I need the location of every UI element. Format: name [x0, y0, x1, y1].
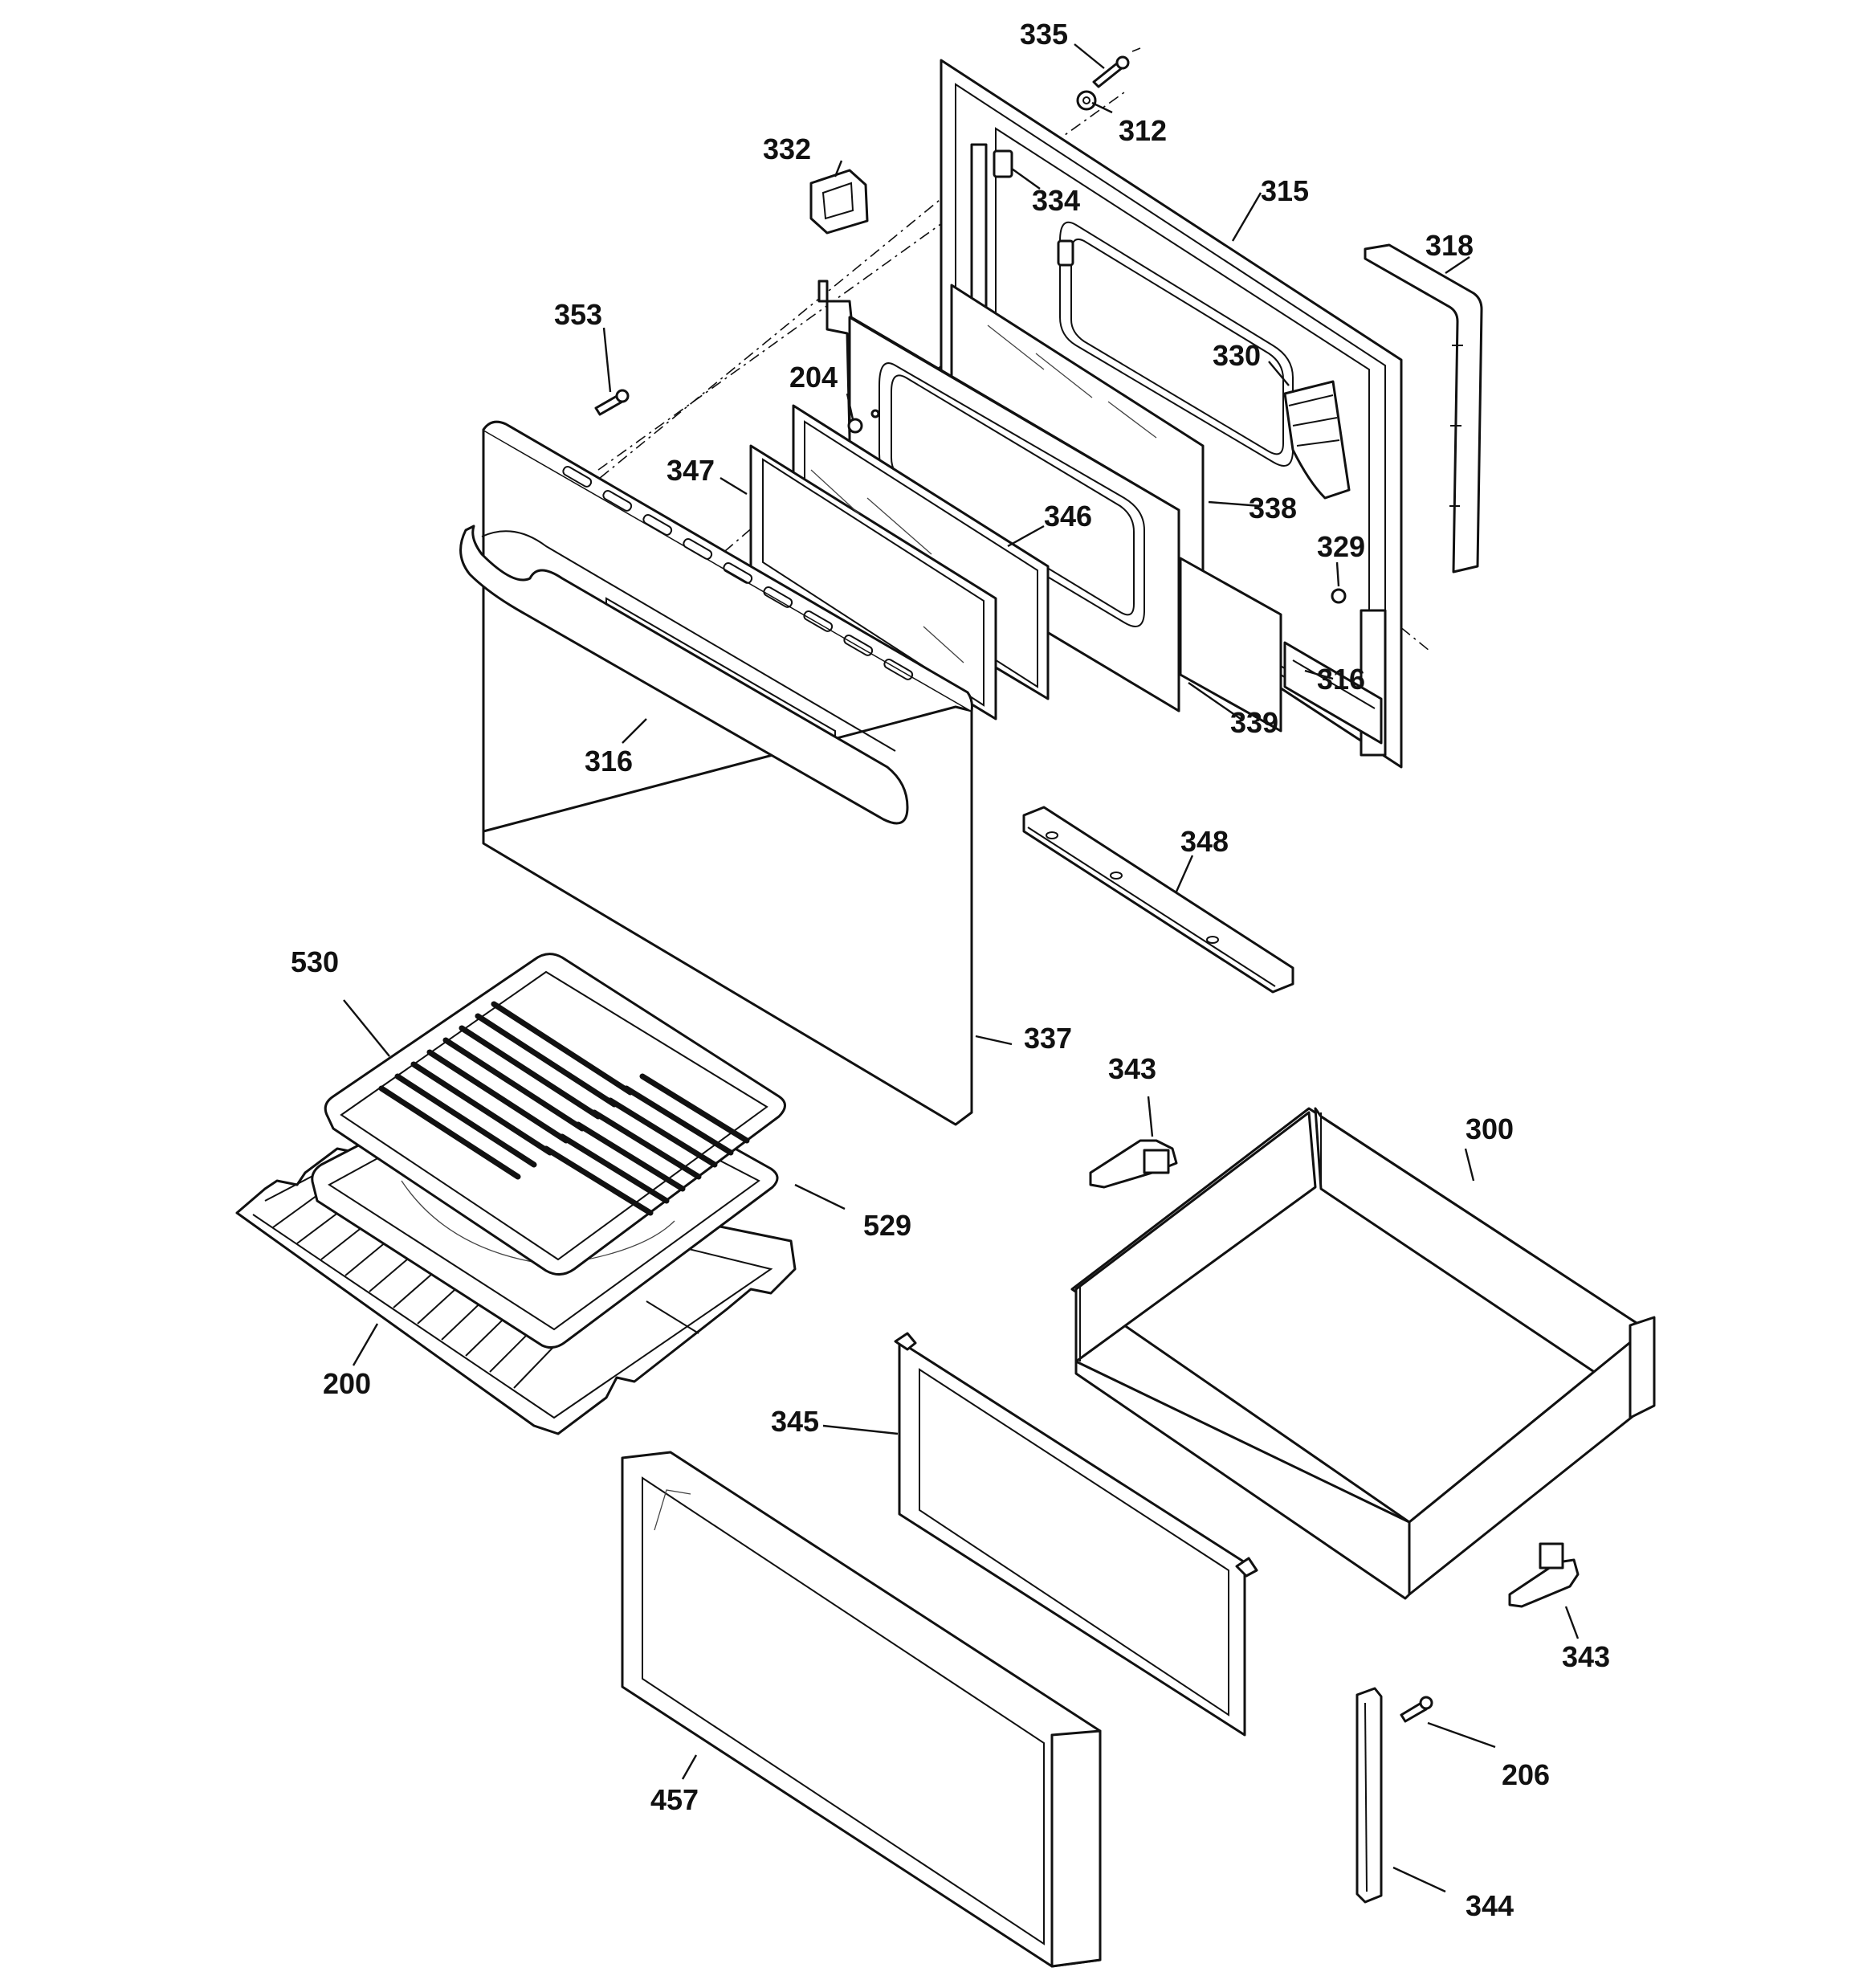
label-336: 335 [1020, 18, 1068, 51]
label-337: 337 [1024, 1022, 1072, 1055]
part-346-door-liner [817, 280, 1180, 712]
label-335: 334 [1032, 184, 1080, 217]
part-332-insulation [1283, 380, 1351, 500]
label-312: 312 [1119, 114, 1167, 147]
part-339-lower-panel [1179, 557, 1282, 733]
label-353: 353 [554, 298, 602, 331]
part-206-screw [1400, 1696, 1433, 1723]
part-337-outer-door [482, 420, 973, 1126]
label-529: 529 [863, 1209, 911, 1242]
part-344-drawer-side-rail [1355, 1687, 1383, 1904]
label-343-upper: 343 [1108, 1052, 1156, 1085]
label-347: 347 [667, 454, 715, 487]
part-316-door-handle [459, 525, 909, 825]
leader-lines [343, 43, 1580, 1893]
part-347-glass-frame [749, 404, 1050, 720]
part-204-screw [847, 409, 880, 434]
label-345: 345 [771, 1405, 819, 1438]
part-530-broiler-grid [324, 953, 786, 1276]
part-345-drawer-panel [894, 1332, 1258, 1737]
label-200: 200 [323, 1367, 371, 1400]
part-343-drawer-glide-left [1089, 1139, 1178, 1189]
label-343-lower: 343 [1562, 1640, 1610, 1673]
part-353-screw [594, 389, 630, 416]
label-334: 332 [763, 133, 811, 165]
part-348-rail [1022, 806, 1294, 994]
door-vent-slots [562, 466, 914, 680]
label-206: 206 [1502, 1758, 1550, 1791]
label-339: 339 [1230, 706, 1278, 739]
part-labels: 335 312 332 334 315 318 353 330 204 347 … [291, 18, 1610, 1922]
label-457: 457 [650, 1783, 699, 1816]
label-530: 530 [291, 945, 339, 978]
part-300-storage-drawer [1070, 1107, 1656, 1600]
label-330: 316 [1317, 663, 1365, 696]
label-346: 346 [1044, 500, 1092, 533]
label-348: 348 [1180, 825, 1229, 858]
part-336-screw [1092, 55, 1130, 88]
label-329: 329 [1317, 530, 1365, 563]
part-318-trim-strip [1364, 243, 1483, 574]
label-316: 316 [585, 745, 633, 778]
label-338: 338 [1249, 492, 1297, 525]
part-334-hinge-clip [809, 169, 869, 235]
part-312-nut [1076, 90, 1097, 111]
part-329-screw [1331, 588, 1347, 604]
label-344: 344 [1466, 1889, 1514, 1922]
part-457-drawer-front [621, 1451, 1102, 1968]
label-300: 300 [1466, 1112, 1514, 1145]
label-315: 315 [1261, 174, 1309, 207]
label-204: 204 [789, 361, 838, 394]
part-343-drawer-glide-right [1508, 1542, 1580, 1608]
label-318: 318 [1425, 229, 1474, 262]
label-332: 330 [1213, 339, 1261, 372]
part-330-bracket [1283, 641, 1383, 745]
part-335-clip [993, 149, 1074, 267]
